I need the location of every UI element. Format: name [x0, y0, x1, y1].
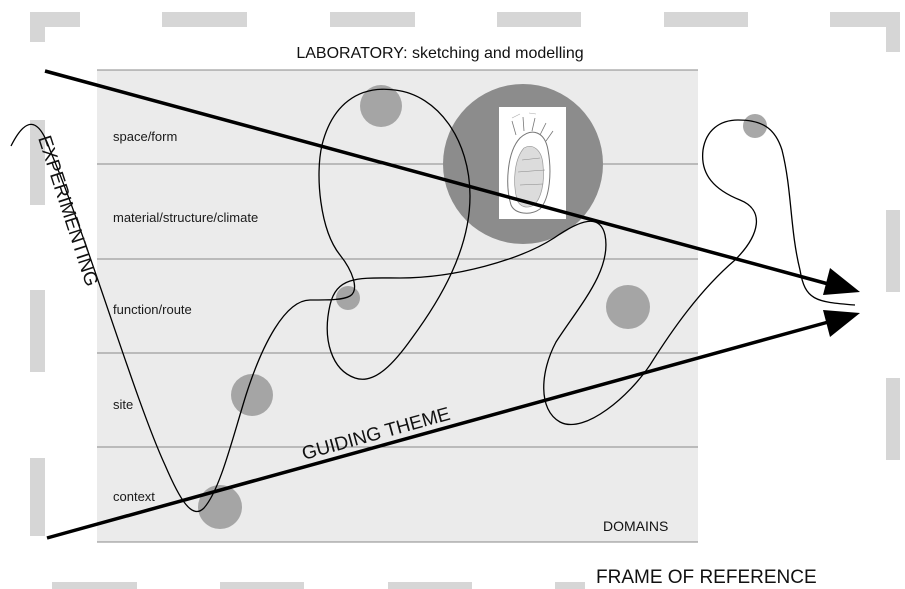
blob-function-route	[336, 286, 360, 310]
process-curve	[10, 88, 856, 513]
guiding-theme-arrowhead	[823, 310, 860, 337]
blob-right	[606, 285, 650, 329]
blob-site	[231, 374, 273, 416]
experimenting-label: EXPERIMENTING	[33, 133, 102, 289]
domains-caption: DOMAINS	[603, 518, 668, 534]
domain-label-material: material/structure/climate	[113, 210, 258, 225]
sketch-image	[499, 107, 566, 219]
experimenting-arrow	[44, 69, 833, 287]
domain-label-space-form: space/form	[113, 129, 177, 144]
domain-label-context: context	[113, 489, 155, 504]
laboratory-title: LABORATORY: sketching and modelling	[296, 45, 583, 62]
domain-label-function-route: function/route	[113, 302, 192, 317]
blob-outside-right	[743, 114, 767, 138]
experimenting-arrowhead	[823, 268, 860, 295]
frame-border	[30, 12, 900, 589]
blob-space-form	[360, 85, 402, 127]
domain-dividers	[97, 69, 698, 543]
blob-context	[198, 485, 242, 529]
guiding-theme-arrow	[46, 319, 833, 540]
frame-of-reference-caption: FRAME OF REFERENCE	[596, 567, 817, 588]
domain-label-site: site	[113, 397, 133, 412]
